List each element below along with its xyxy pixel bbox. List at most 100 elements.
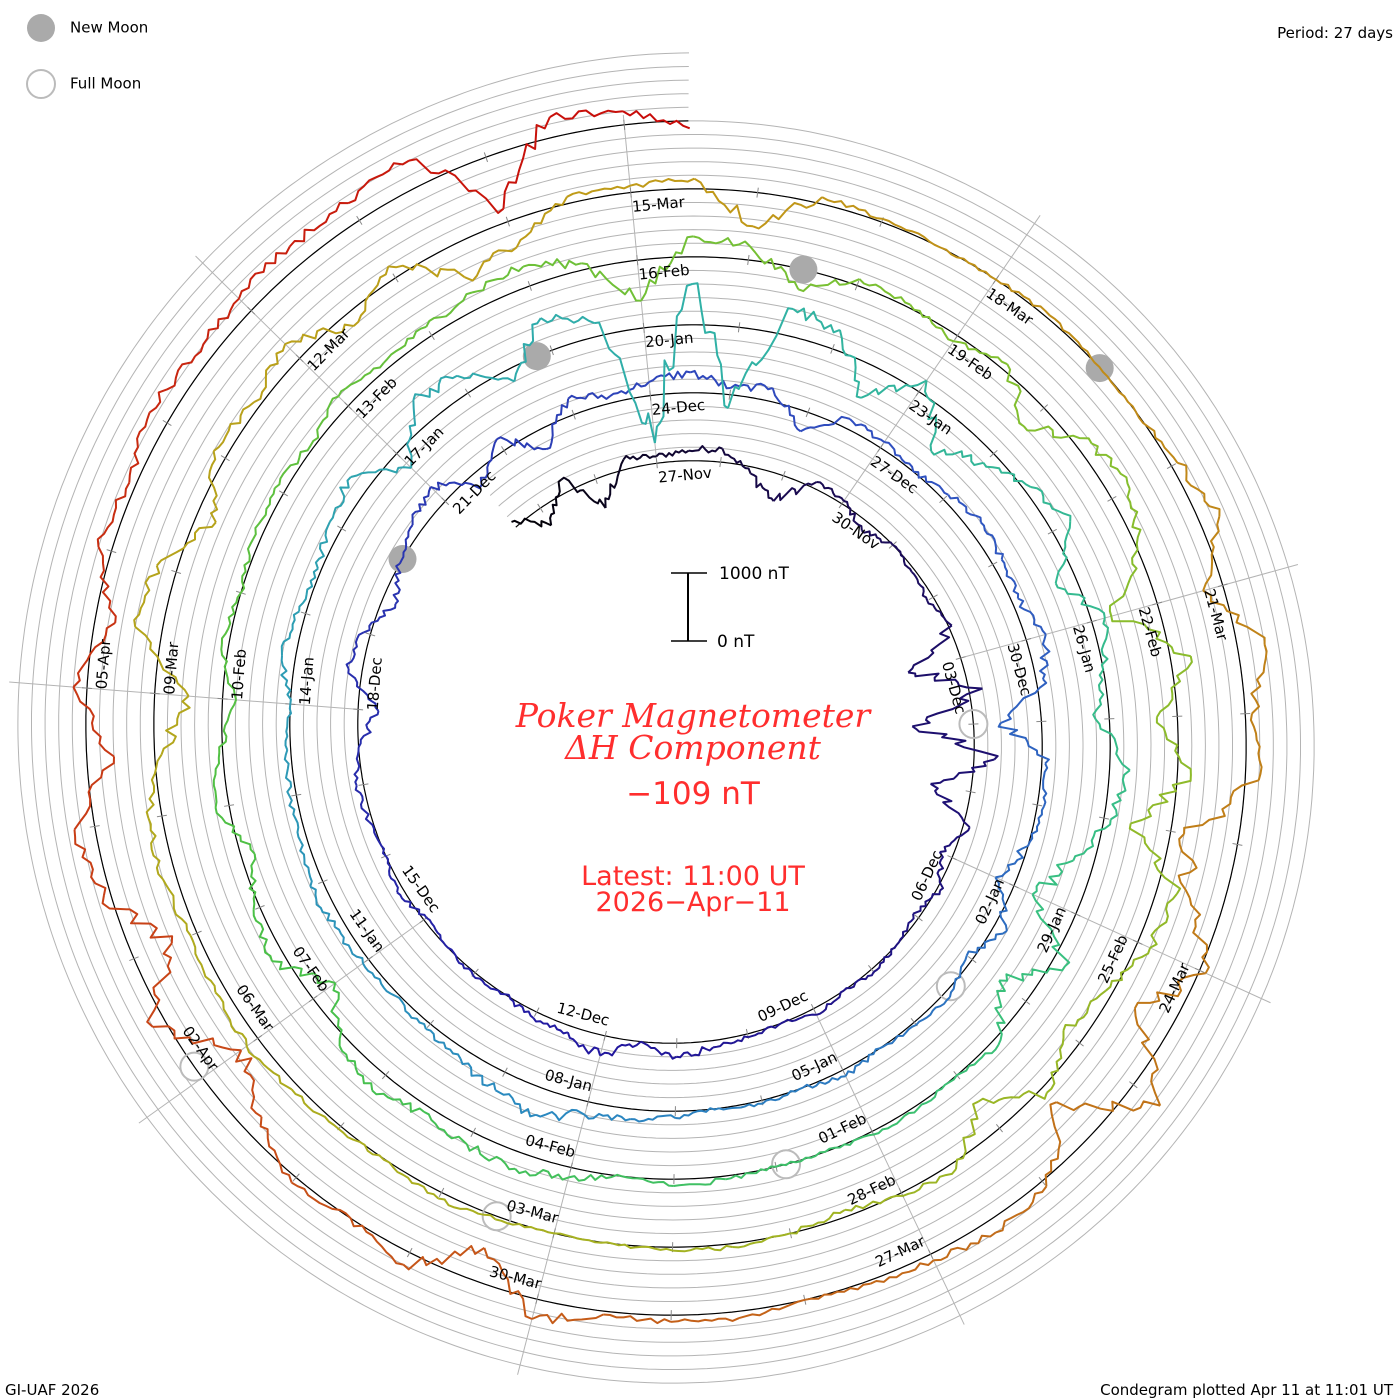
- trace-segment: [149, 355, 196, 414]
- day-tick: [426, 1019, 435, 1029]
- trace-segment: [1000, 678, 1048, 724]
- trace-segment: [738, 1298, 806, 1320]
- trace-segment: [727, 307, 794, 409]
- trace-segment: [1110, 769, 1131, 821]
- trace-segment: [514, 1168, 569, 1181]
- day-tick: [805, 407, 811, 418]
- trace-segment: [995, 845, 1029, 879]
- trace-segment: [1054, 582, 1106, 619]
- trace-segment: [471, 265, 524, 294]
- day-tick: [318, 879, 328, 885]
- day-tick: [381, 1071, 390, 1080]
- trace-segment: [1000, 558, 1020, 599]
- day-tick: [483, 152, 489, 163]
- day-tick: [1021, 638, 1032, 642]
- trace-segment: [337, 1128, 390, 1164]
- trace-segment: [354, 785, 370, 823]
- day-tick: [149, 692, 160, 695]
- trace-segment: [1128, 823, 1182, 895]
- date-label: 19-Feb: [944, 340, 996, 384]
- day-tick: [220, 455, 230, 462]
- day-tick: [939, 495, 948, 504]
- trace-segment: [408, 158, 505, 214]
- trace-segment: [882, 217, 941, 249]
- day-tick: [1047, 528, 1057, 535]
- day-tick: [989, 449, 998, 458]
- trace-segment: [1135, 411, 1179, 464]
- day-tick: [955, 656, 966, 660]
- day-tick: [928, 594, 938, 601]
- full-moon-marker: [771, 1149, 802, 1180]
- trace-segment: [581, 262, 642, 302]
- trace-segment: [337, 362, 385, 397]
- date-label: 09-Dec: [755, 987, 811, 1026]
- trace-segment: [245, 1045, 293, 1091]
- radial-gridlines: [9, 114, 1299, 1375]
- trace-segment: [930, 448, 984, 466]
- day-tick: [89, 825, 100, 828]
- day-tick: [353, 708, 364, 711]
- trace-segment: [426, 917, 449, 949]
- day-tick: [995, 1123, 1004, 1133]
- radial-gridline: [813, 1008, 965, 1325]
- trace-segment: [566, 184, 631, 198]
- day-tick: [365, 632, 376, 637]
- day-tick: [830, 344, 835, 354]
- trace-segment: [309, 395, 339, 447]
- day-tick: [1129, 1081, 1138, 1089]
- trace-segment: [349, 1218, 404, 1266]
- day-tick: [649, 390, 652, 401]
- day-tick: [781, 470, 786, 481]
- day-tick: [1232, 842, 1243, 846]
- trace-segment: [712, 1035, 749, 1049]
- trace-segment: [1031, 859, 1074, 896]
- day-tick: [537, 503, 544, 513]
- trace-segment: [860, 379, 928, 399]
- day-tick: [877, 443, 884, 453]
- trace-segment: [1249, 713, 1263, 781]
- radial-gridline: [622, 114, 658, 464]
- trace-segment: [218, 699, 238, 753]
- day-tick: [810, 1003, 817, 1014]
- trace-segment: [1027, 805, 1045, 847]
- trace-segment: [472, 974, 505, 996]
- trace-segment: [392, 562, 402, 605]
- day-tick: [655, 458, 658, 469]
- date-label: 14-Jan: [296, 656, 318, 706]
- day-tick: [947, 855, 957, 861]
- trace-segment: [411, 486, 432, 525]
- date-label: 18-Dec: [364, 656, 386, 711]
- date-label: 21-Dec: [449, 467, 499, 518]
- trace-segment: [549, 478, 562, 526]
- trace-segment: [330, 982, 343, 1047]
- day-tick: [356, 215, 363, 225]
- day-tick: [1071, 911, 1081, 917]
- day-tick: [300, 611, 311, 616]
- trace-segment: [718, 1102, 763, 1111]
- trace-segment: [299, 840, 313, 888]
- trace-segment: [844, 1194, 903, 1212]
- trace-segment: [348, 159, 410, 205]
- day-tick: [549, 345, 554, 356]
- day-tick: [1194, 967, 1205, 973]
- day-tick: [1075, 1039, 1084, 1047]
- latest-date: 2026−Apr−11: [595, 887, 790, 918]
- trace-segment: [804, 1282, 871, 1301]
- trace-segment: [780, 1013, 817, 1025]
- trace-segment: [926, 600, 953, 627]
- trace-segment: [797, 278, 860, 293]
- trace-segment: [347, 668, 380, 712]
- trace-segment: [101, 895, 174, 944]
- trace-segment: [792, 307, 841, 334]
- trace-segment: [670, 1317, 740, 1323]
- trace-segment: [655, 449, 690, 458]
- trace-segment: [630, 1114, 676, 1123]
- trace-segment: [568, 1173, 623, 1182]
- trace-segment: [1108, 549, 1139, 617]
- day-tick: [171, 569, 182, 574]
- day-tick: [1166, 463, 1177, 469]
- day-tick: [747, 254, 750, 265]
- day-tick: [756, 187, 759, 198]
- trace-segment: [1062, 989, 1107, 1031]
